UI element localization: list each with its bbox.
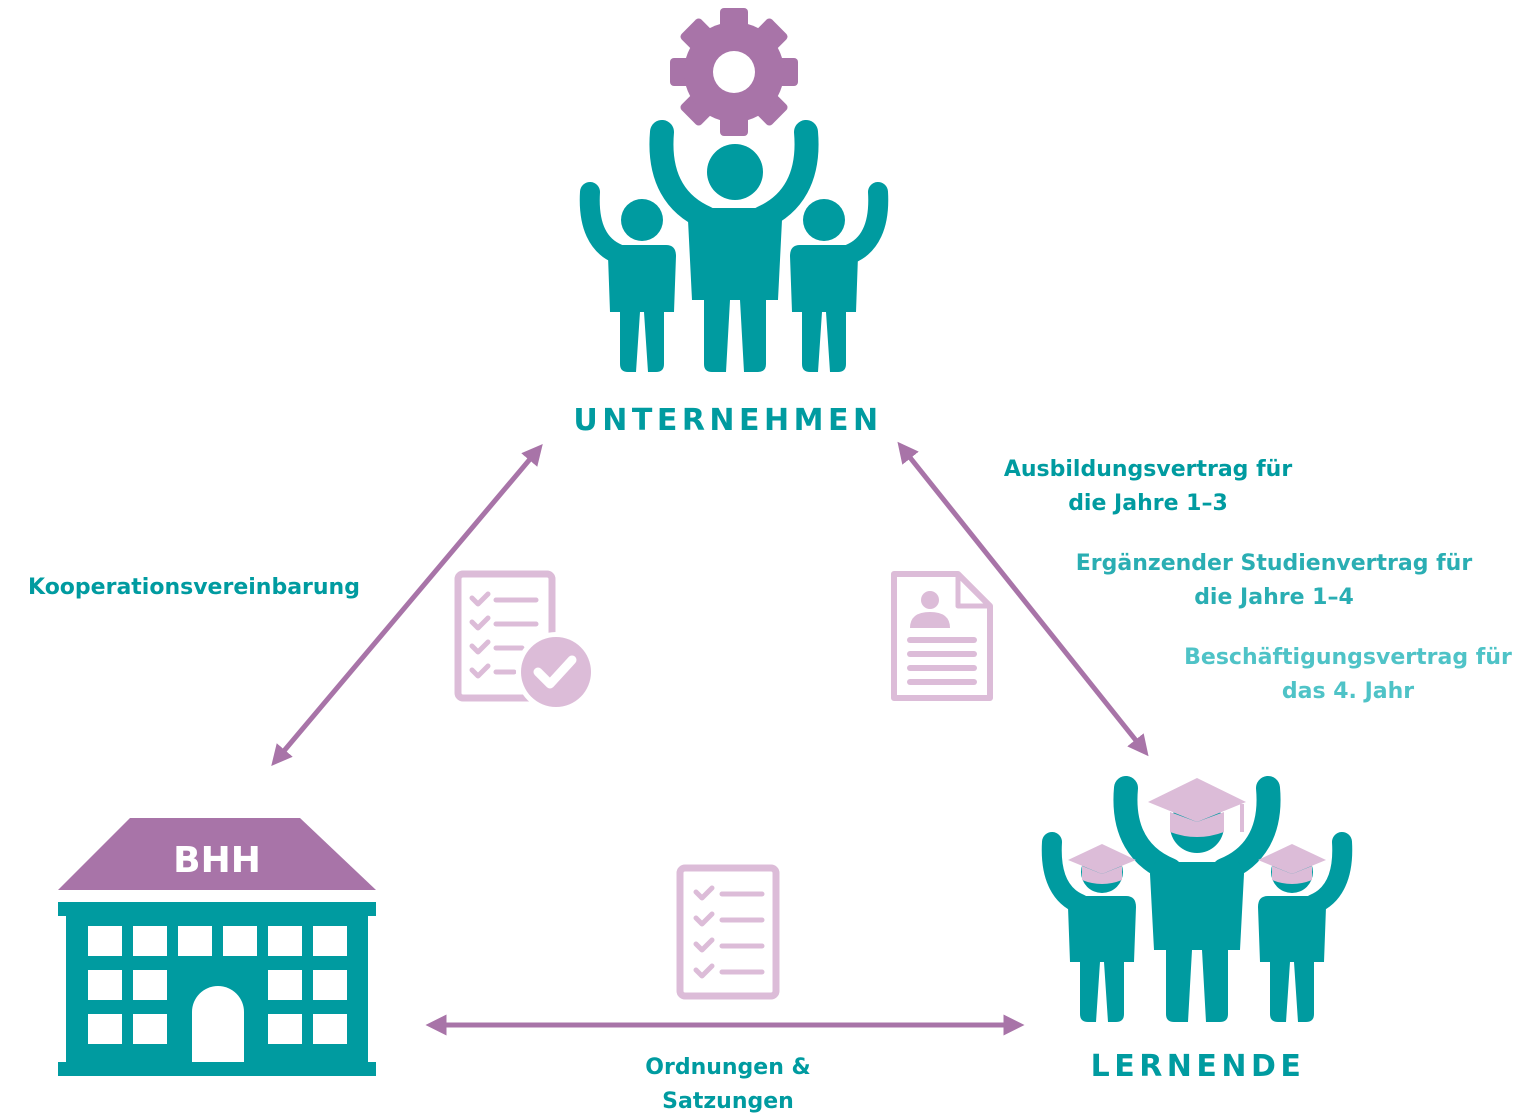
- training-contract-line2: die Jahre 1–3: [1068, 491, 1228, 516]
- study-contract-line1: Ergänzender Studienvertrag für: [1076, 551, 1473, 576]
- checklist-icon: [676, 864, 780, 1000]
- door-icon: [192, 986, 244, 1062]
- learners-label: LERNENDE: [1091, 1049, 1306, 1084]
- regulations-label-line2: Satzungen: [662, 1089, 794, 1114]
- training-contract-line1: Ausbildungsvertrag für: [1004, 457, 1292, 482]
- arrow-company-learners: [897, 441, 1149, 757]
- gear-icon: [670, 8, 798, 136]
- graduates-icon: [1041, 776, 1353, 1022]
- team-gear-icon: [579, 8, 889, 372]
- cooperation-agreement-label: Kooperationsvereinbarung: [28, 575, 360, 600]
- school-building-icon: [58, 818, 376, 1076]
- arrow-school-company: [271, 443, 543, 767]
- checklist-approved-icon: [454, 570, 596, 712]
- company-label: UNTERNEHMEN: [573, 403, 882, 438]
- employment-contract-line1: Beschäftigungsvertrag für: [1184, 645, 1512, 670]
- employment-contract-line2: das 4. Jahr: [1282, 679, 1414, 704]
- study-contract-line2: die Jahre 1–4: [1194, 585, 1354, 610]
- profile-document-icon: [891, 571, 993, 701]
- school-label: BHH: [173, 840, 261, 881]
- regulations-label-line1: Ordnungen &: [645, 1055, 810, 1080]
